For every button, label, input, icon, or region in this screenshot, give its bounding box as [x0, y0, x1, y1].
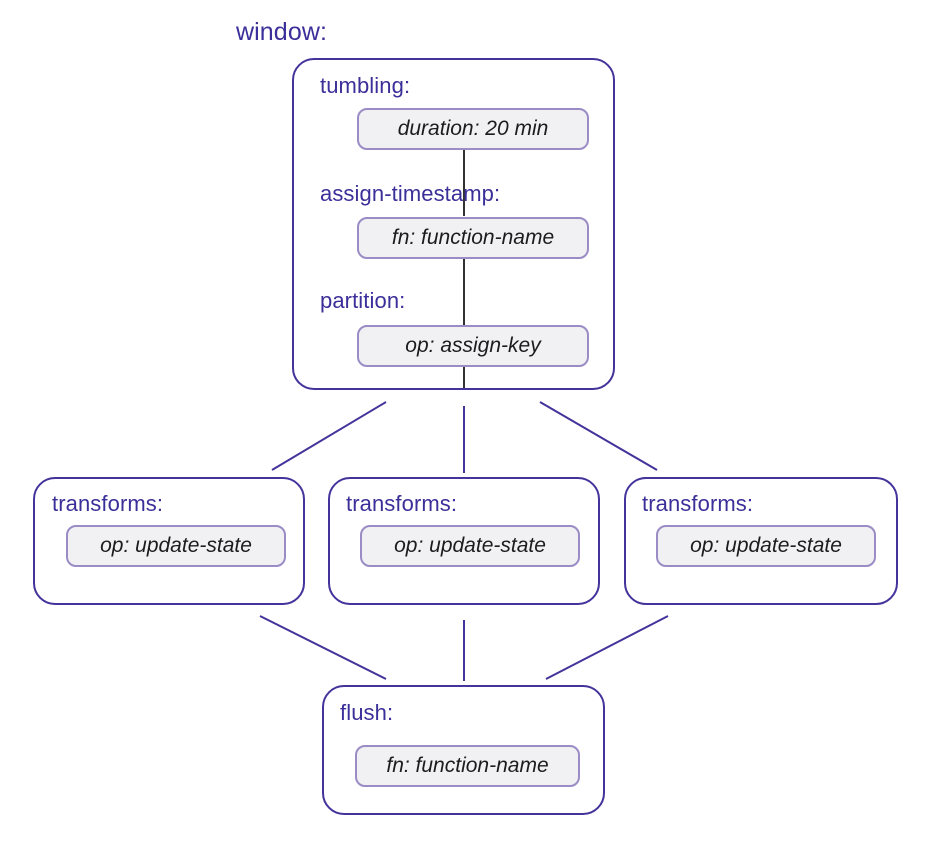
window-section-label-tumbling: tumbling:	[320, 73, 411, 98]
edge-transforms-right-to-flush	[545, 615, 669, 680]
transforms-node-right-chip[interactable]: op: update-state	[656, 525, 876, 567]
window-chip-duration[interactable]: duration: 20 min	[357, 108, 589, 150]
flush-node-chip[interactable]: fn: function-name	[355, 745, 580, 787]
transforms-node-left[interactable]	[33, 477, 305, 605]
transforms-node-left-label: transforms:	[52, 491, 164, 516]
transforms-node-center[interactable]	[328, 477, 600, 605]
window-node[interactable]	[292, 58, 615, 390]
transforms-node-center-label: transforms:	[346, 491, 458, 516]
window-section-label-assign-timestamp: assign-timestamp:	[320, 181, 501, 206]
transforms-node-right-label: transforms:	[642, 491, 754, 516]
window-section-label-partition: partition:	[320, 288, 406, 313]
edge-transforms-left-to-flush	[259, 615, 387, 680]
transforms-node-left-chip[interactable]: op: update-state	[66, 525, 286, 567]
edge-window-to-transforms-left	[271, 401, 387, 471]
window-chip-assign-timestamp-fn[interactable]: fn: function-name	[357, 217, 589, 259]
flush-node-label: flush:	[340, 700, 394, 725]
root-label: window:	[236, 18, 328, 46]
transforms-node-right[interactable]	[624, 477, 898, 605]
window-chip-partition-op[interactable]: op: assign-key	[357, 325, 589, 367]
edge-window-to-transforms-right	[539, 401, 658, 471]
transforms-node-center-chip[interactable]: op: update-state	[360, 525, 580, 567]
flush-node[interactable]	[322, 685, 605, 815]
